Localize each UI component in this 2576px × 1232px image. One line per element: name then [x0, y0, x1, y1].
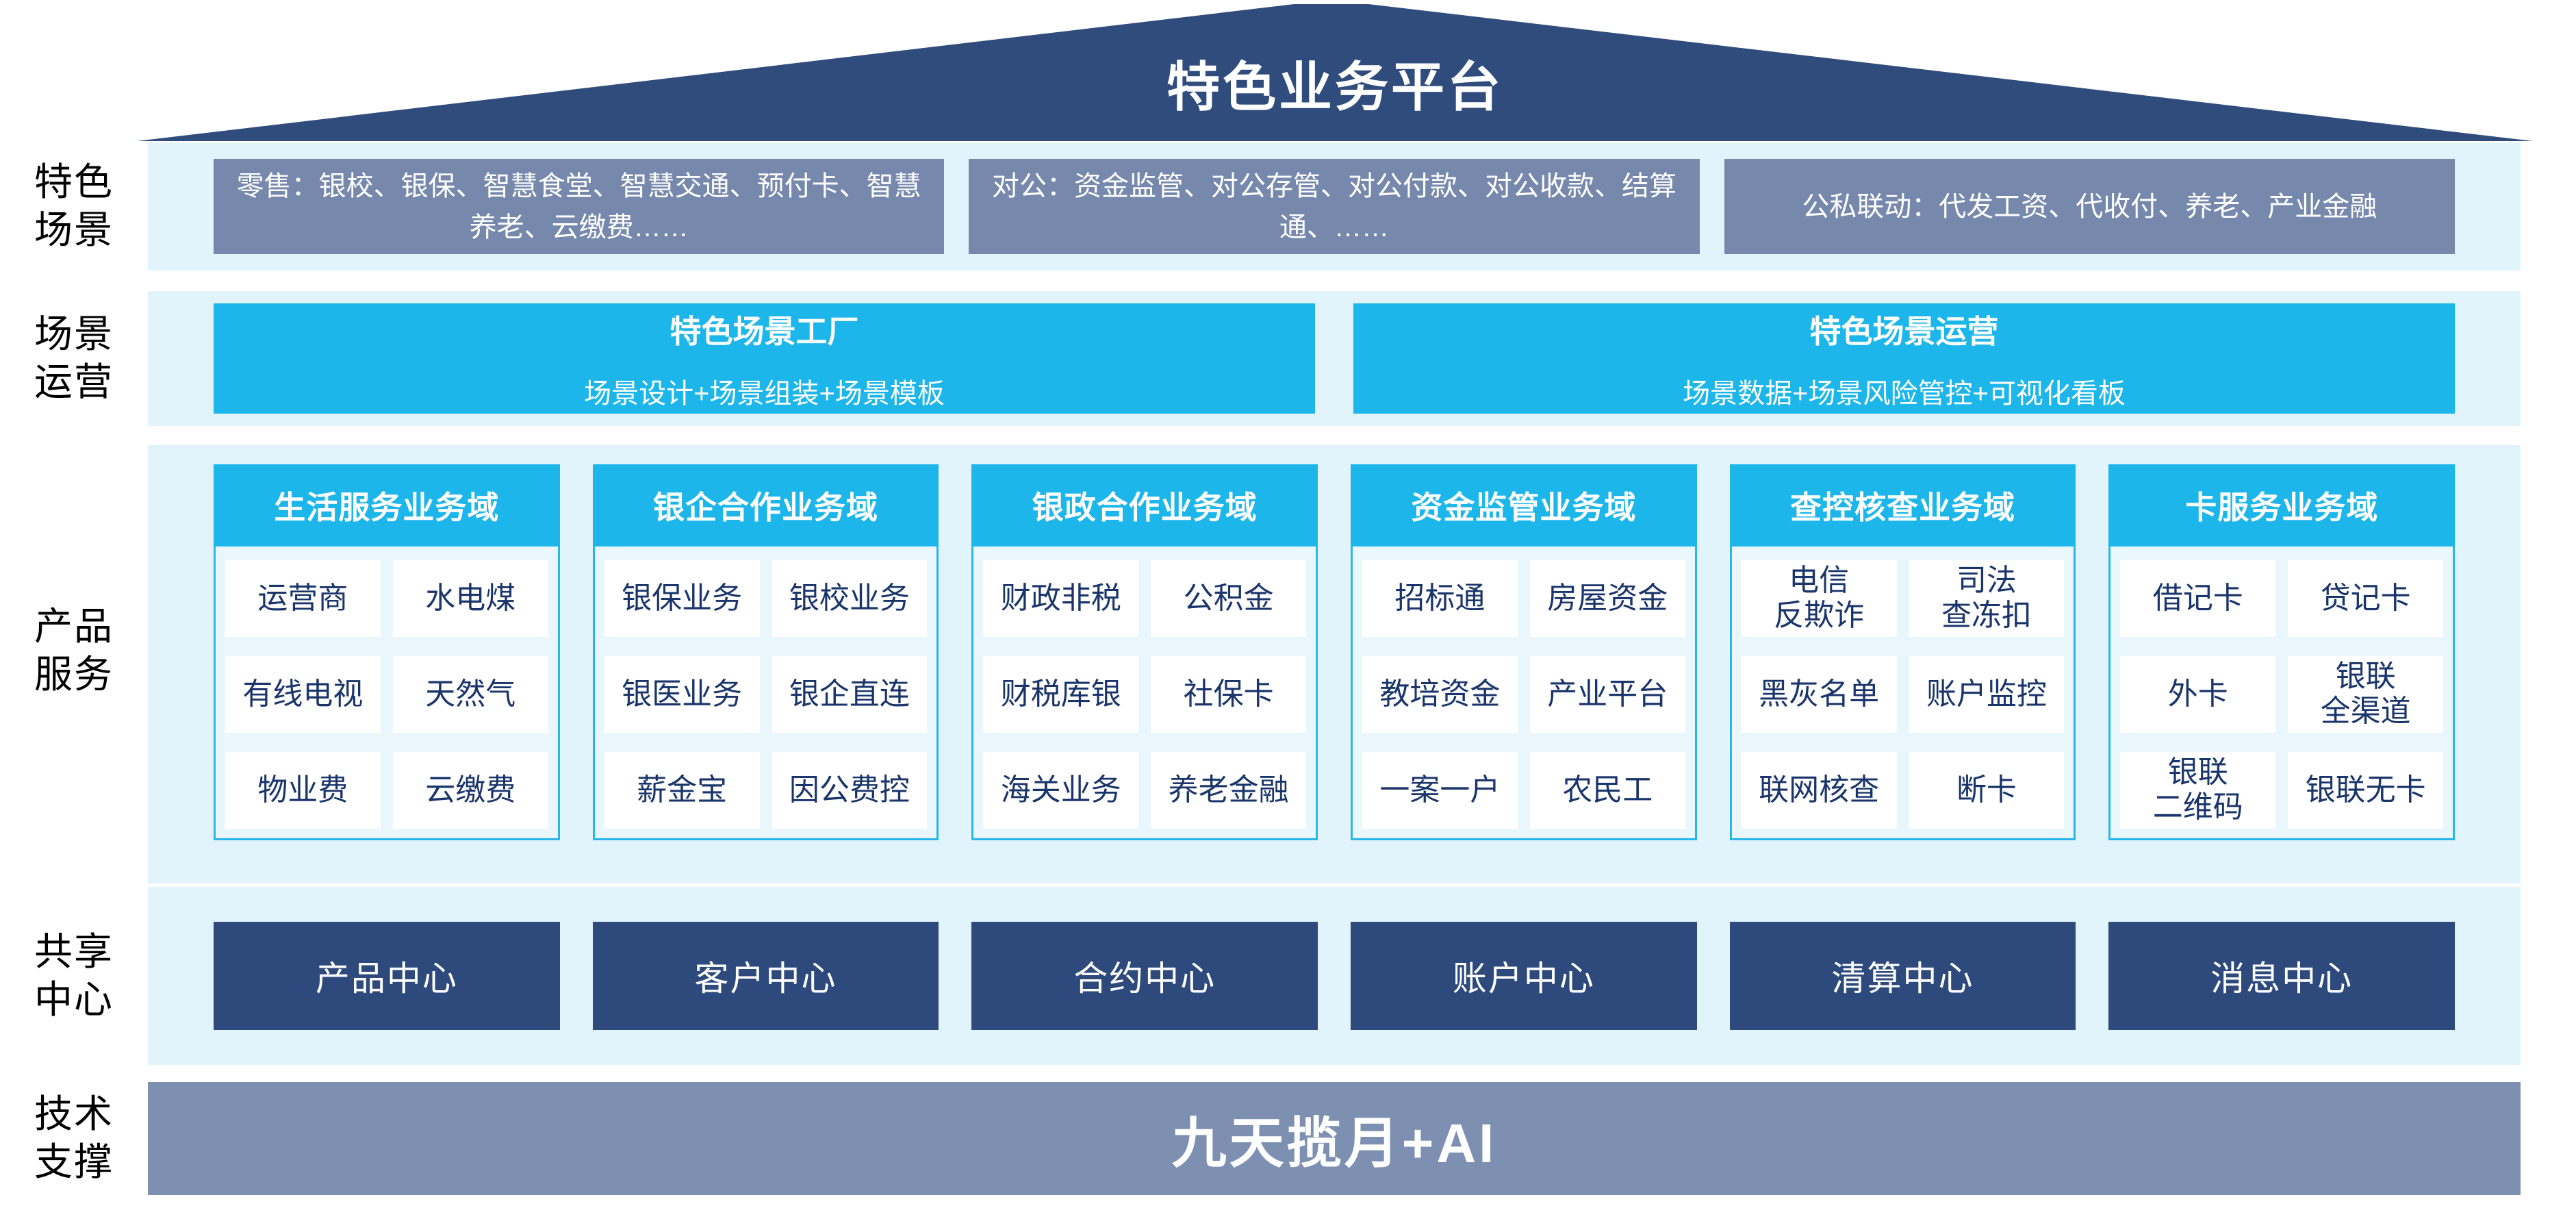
domain-item: 产业平台 — [1529, 656, 1685, 733]
domain-item: 断卡 — [1909, 752, 2065, 829]
domain-header: 查控核查业务域 — [1729, 464, 2076, 546]
side-label-product-services: 产品 服务 — [0, 603, 148, 699]
domain-header: 资金监管业务域 — [1351, 464, 1697, 546]
tech-support-bar: 九天揽月+AI — [148, 1082, 2521, 1195]
domain-item: 财税库银 — [983, 656, 1139, 733]
domain-header: 卡服务业务域 — [2108, 464, 2456, 546]
domain-item: 银联无卡 — [2288, 752, 2444, 829]
domain-item: 社保卡 — [1151, 656, 1307, 733]
domain-item: 贷记卡 — [2288, 560, 2444, 637]
side-label-line: 服务 — [34, 653, 114, 696]
domain-item: 养老金融 — [1151, 752, 1307, 829]
domain-item: 物业费 — [225, 752, 381, 829]
domain-item: 银保业务 — [604, 560, 760, 637]
domain-header: 银企合作业务域 — [592, 464, 939, 546]
center-box-message: 消息中心 — [2108, 922, 2456, 1030]
domain-body: 电信 反欺诈 司法 查冻扣 黑灰名单 账户监控 联网核查 断卡 — [1729, 546, 2076, 840]
domain-body: 借记卡 贷记卡 外卡 银联 全渠道 银联 二维码 银联无卡 — [2108, 546, 2456, 840]
row-scene-operations: 特色场景工厂 场景设计+场景组装+场景模板 特色场景运营 场景数据+场景风险管控… — [148, 291, 2521, 426]
side-label-line: 运营 — [34, 360, 114, 403]
center-box-contract: 合约中心 — [971, 922, 1318, 1030]
domain-item: 因公费控 — [771, 752, 928, 829]
row-product-services: 生活服务业务域 运营商 水电煤 有线电视 天然气 物业费 云缴费 银企合作业务域… — [148, 445, 2521, 883]
domain-col-card-services: 卡服务业务域 借记卡 贷记卡 外卡 银联 全渠道 银联 二维码 银联无卡 — [2108, 464, 2456, 840]
domain-col-fund-supervision: 资金监管业务域 招标通 房屋资金 教培资金 产业平台 一案一户 农民工 — [1351, 464, 1697, 840]
domain-body: 运营商 水电煤 有线电视 天然气 物业费 云缴费 — [214, 546, 560, 840]
side-label-line: 场景 — [34, 312, 114, 355]
scenario-box-retail: 零售：银校、银保、智慧食堂、智慧交通、预付卡、智慧养老、云缴费…… — [214, 159, 945, 254]
domain-item: 借记卡 — [2120, 560, 2276, 637]
domain-item: 天然气 — [392, 656, 548, 733]
row-featured-scenarios: 零售：银校、银保、智慧食堂、智慧交通、预付卡、智慧养老、云缴费…… 对公：资金监… — [148, 142, 2521, 271]
domain-header: 银政合作业务域 — [971, 464, 1318, 546]
row-shared-centers: 产品中心 客户中心 合约中心 账户中心 清算中心 消息中心 — [148, 887, 2521, 1065]
page-title: 特色业务平台 — [1166, 57, 1503, 117]
domain-item: 教培资金 — [1362, 656, 1518, 733]
side-label-line: 产品 — [34, 605, 114, 648]
scene-operation-subtitle: 场景数据+场景风险管控+可视化看板 — [1683, 378, 2126, 409]
scene-operation-box: 特色场景运营 场景数据+场景风险管控+可视化看板 — [1353, 303, 2455, 414]
side-label-shared-centers: 共享 中心 — [0, 928, 148, 1024]
domain-item: 联网核查 — [1741, 752, 1897, 829]
side-label-line: 共享 — [34, 930, 114, 973]
domain-col-inspection-verification: 查控核查业务域 电信 反欺诈 司法 查冻扣 黑灰名单 账户监控 联网核查 断卡 — [1729, 464, 2076, 840]
roof-banner: 特色业务平台 — [137, 4, 2533, 141]
center-box-customer: 客户中心 — [592, 922, 939, 1030]
scene-factory-subtitle: 场景设计+场景组装+场景模板 — [584, 378, 945, 409]
domain-item: 电信 反欺诈 — [1741, 560, 1897, 637]
domain-body: 银保业务 银校业务 银医业务 银企直连 薪金宝 因公费控 — [592, 546, 939, 840]
domain-col-bank-government: 银政合作业务域 财政非税 公积金 财税库银 社保卡 海关业务 养老金融 — [971, 464, 1318, 840]
domain-item: 水电煤 — [392, 560, 548, 637]
domain-item: 农民工 — [1529, 752, 1685, 829]
domain-col-life-services: 生活服务业务域 运营商 水电煤 有线电视 天然气 物业费 云缴费 — [214, 464, 560, 840]
scene-operation-title: 特色场景运营 — [1809, 313, 1999, 349]
domain-body: 财政非税 公积金 财税库银 社保卡 海关业务 养老金融 — [971, 546, 1318, 840]
side-label-line: 特色 — [34, 160, 114, 203]
domain-item: 银企直连 — [771, 656, 928, 733]
scene-factory-title: 特色场景工厂 — [669, 313, 859, 349]
side-label-line: 技术 — [34, 1092, 114, 1135]
domain-item: 银联 二维码 — [2120, 752, 2276, 829]
side-label-line: 场景 — [34, 208, 114, 251]
center-box-product: 产品中心 — [214, 922, 560, 1030]
domain-item: 公积金 — [1151, 560, 1307, 637]
domain-item: 司法 查冻扣 — [1909, 560, 2065, 637]
side-label-line: 中心 — [34, 978, 114, 1021]
center-box-account: 账户中心 — [1351, 922, 1697, 1030]
domain-item: 有线电视 — [225, 656, 381, 733]
side-label-scene-operations: 场景 运营 — [0, 310, 148, 406]
domain-item: 财政非税 — [983, 560, 1139, 637]
domain-item: 云缴费 — [392, 752, 548, 829]
domain-header: 生活服务业务域 — [214, 464, 560, 546]
domain-col-bank-enterprise: 银企合作业务域 银保业务 银校业务 银医业务 银企直连 薪金宝 因公费控 — [592, 464, 939, 840]
center-box-clearing: 清算中心 — [1729, 922, 2076, 1030]
domain-item: 海关业务 — [983, 752, 1139, 829]
domain-item: 招标通 — [1362, 560, 1518, 637]
domain-item: 银医业务 — [604, 656, 760, 733]
domain-item: 房屋资金 — [1529, 560, 1685, 637]
scenario-box-public-private-linkage: 公私联动：代发工资、代收付、养老、产业金融 — [1724, 159, 2455, 254]
side-label-featured-scenarios: 特色 场景 — [0, 158, 148, 254]
domain-item: 银校业务 — [771, 560, 928, 637]
domain-item: 薪金宝 — [604, 752, 760, 829]
domain-item: 黑灰名单 — [1741, 656, 1897, 733]
domain-item: 账户监控 — [1909, 656, 2065, 733]
side-label-line: 支撑 — [34, 1140, 114, 1183]
side-label-tech-support: 技术 支撑 — [0, 1090, 148, 1186]
scene-factory-box: 特色场景工厂 场景设计+场景组装+场景模板 — [214, 303, 1315, 414]
domain-item: 银联 全渠道 — [2288, 656, 2444, 733]
domain-item: 运营商 — [225, 560, 381, 637]
domain-body: 招标通 房屋资金 教培资金 产业平台 一案一户 农民工 — [1351, 546, 1697, 840]
scenario-box-corporate: 对公：资金监管、对公存管、对公付款、对公收款、结算通、…… — [969, 159, 1700, 254]
domain-item: 一案一户 — [1362, 752, 1518, 829]
domain-item: 外卡 — [2120, 656, 2276, 733]
